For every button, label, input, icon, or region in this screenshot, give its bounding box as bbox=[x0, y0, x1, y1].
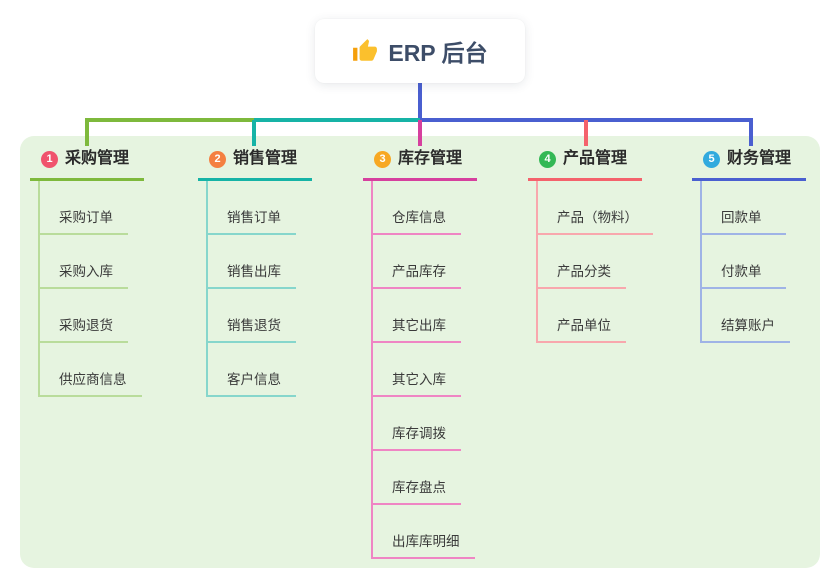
branch-title-node[interactable]: 1 采购管理 bbox=[30, 146, 145, 181]
child-node[interactable]: 采购退货 bbox=[38, 289, 128, 343]
child-node[interactable]: 采购订单 bbox=[38, 181, 128, 235]
child-node[interactable]: 结算账户 bbox=[700, 289, 790, 343]
connector-rail-segment bbox=[85, 118, 254, 122]
branch-drop-line bbox=[85, 118, 89, 146]
branch-drop-line bbox=[584, 120, 588, 146]
child-node[interactable]: 仓库信息 bbox=[371, 181, 461, 235]
branch-title-label: 采购管理 bbox=[65, 150, 130, 167]
branch-title-label: 库存管理 bbox=[398, 150, 463, 167]
child-node[interactable]: 其它出库 bbox=[371, 289, 461, 343]
thumbs-up-icon bbox=[352, 38, 378, 64]
root-connector-line bbox=[418, 83, 422, 122]
branch-number-badge: 5 bbox=[703, 150, 720, 168]
child-node[interactable]: 供应商信息 bbox=[38, 343, 142, 397]
branch-drop-line bbox=[252, 120, 256, 146]
branch-children-group: 采购订单采购入库采购退货供应商信息 bbox=[38, 181, 144, 397]
branch-column: 4 产品管理产品（物料）产品分类产品单位 bbox=[528, 146, 653, 343]
child-node[interactable]: 库存盘点 bbox=[371, 451, 461, 505]
child-node[interactable]: 库存调拨 bbox=[371, 397, 461, 451]
child-node[interactable]: 销售退货 bbox=[206, 289, 296, 343]
child-node[interactable]: 产品单位 bbox=[536, 289, 626, 343]
child-node[interactable]: 客户信息 bbox=[206, 343, 296, 397]
branch-title-label: 财务管理 bbox=[727, 150, 792, 167]
root-node-label: ERP 后台 bbox=[388, 40, 488, 66]
branch-number-badge: 3 bbox=[374, 150, 391, 168]
branch-title-node[interactable]: 3 库存管理 bbox=[363, 146, 478, 181]
branch-number-badge: 1 bbox=[41, 150, 58, 168]
branch-children-group: 回款单付款单结算账户 bbox=[700, 181, 806, 343]
branch-children-group: 仓库信息产品库存其它出库其它入库库存调拨库存盘点出库库明细 bbox=[371, 181, 477, 559]
child-node[interactable]: 销售订单 bbox=[206, 181, 296, 235]
branch-title-label: 销售管理 bbox=[233, 150, 298, 167]
root-node[interactable]: ERP 后台 bbox=[315, 19, 525, 83]
branch-children-group: 产品（物料）产品分类产品单位 bbox=[536, 181, 653, 343]
branch-drop-line bbox=[749, 118, 753, 146]
branch-column: 5 财务管理回款单付款单结算账户 bbox=[692, 146, 807, 343]
branch-title-node[interactable]: 5 财务管理 bbox=[692, 146, 807, 181]
child-node[interactable]: 采购入库 bbox=[38, 235, 128, 289]
child-node[interactable]: 产品分类 bbox=[536, 235, 626, 289]
branch-title-node[interactable]: 4 产品管理 bbox=[528, 146, 643, 181]
child-node[interactable]: 回款单 bbox=[700, 181, 786, 235]
child-node[interactable]: 出库库明细 bbox=[371, 505, 475, 559]
branch-children-group: 销售订单销售出库销售退货客户信息 bbox=[206, 181, 312, 397]
branch-column: 1 采购管理采购订单采购入库采购退货供应商信息 bbox=[30, 146, 145, 397]
child-node[interactable]: 销售出库 bbox=[206, 235, 296, 289]
child-node[interactable]: 其它入库 bbox=[371, 343, 461, 397]
child-node[interactable]: 产品库存 bbox=[371, 235, 461, 289]
branch-column: 2 销售管理销售订单销售出库销售退货客户信息 bbox=[198, 146, 313, 397]
branches-panel bbox=[20, 136, 820, 568]
branch-number-badge: 4 bbox=[539, 150, 556, 168]
branch-title-node[interactable]: 2 销售管理 bbox=[198, 146, 313, 181]
child-node[interactable]: 付款单 bbox=[700, 235, 786, 289]
branch-title-label: 产品管理 bbox=[563, 150, 628, 167]
branch-number-badge: 2 bbox=[209, 150, 226, 168]
connector-rail-segment bbox=[254, 118, 420, 122]
branch-drop-line bbox=[418, 120, 422, 146]
branch-column: 3 库存管理仓库信息产品库存其它出库其它入库库存调拨库存盘点出库库明细 bbox=[363, 146, 478, 559]
child-node[interactable]: 产品（物料） bbox=[536, 181, 653, 235]
